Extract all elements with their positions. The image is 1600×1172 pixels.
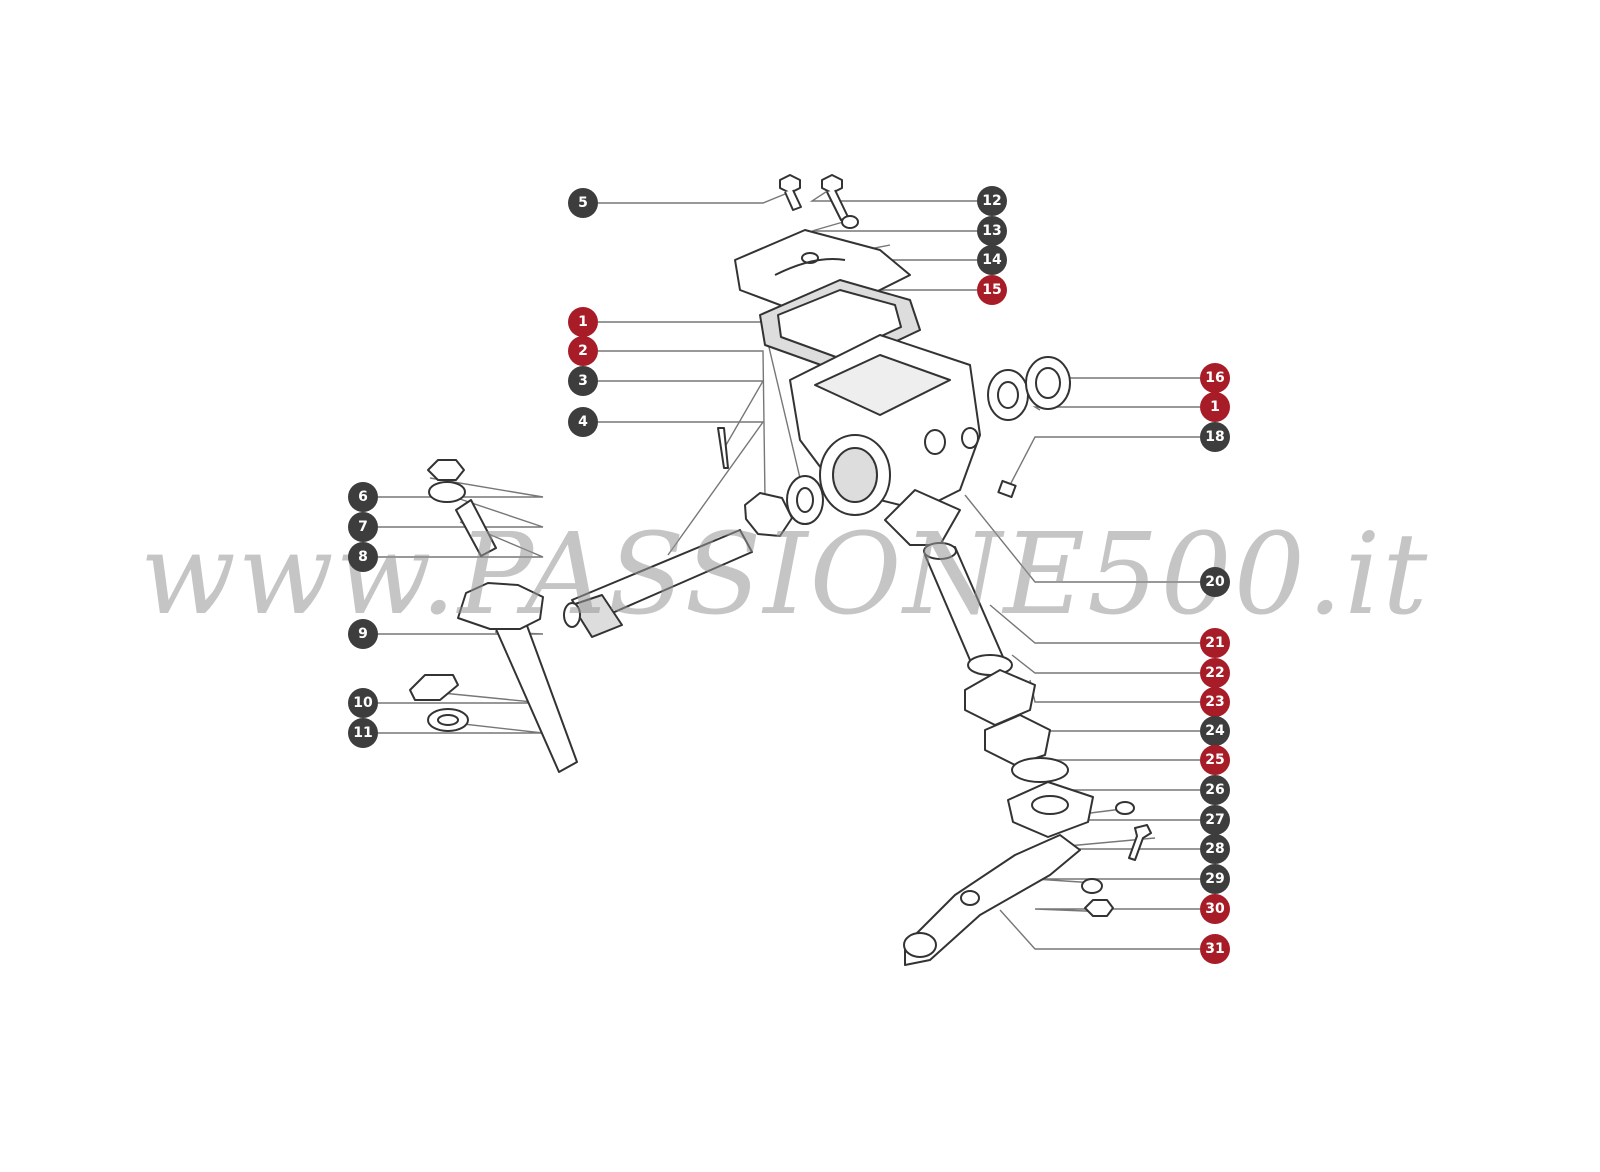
ring-nut-2	[744, 492, 793, 537]
part-marker-8[interactable]: 8	[348, 542, 378, 572]
part-marker-5[interactable]: 5	[568, 188, 598, 218]
steering-box-parts	[409, 174, 1152, 966]
leader-line	[598, 350, 766, 499]
part-marker-12[interactable]: 12	[977, 186, 1007, 216]
part-marker-16[interactable]: 16	[1200, 363, 1230, 393]
leader-line	[598, 380, 765, 453]
part-marker-10[interactable]: 10	[348, 688, 378, 718]
part-marker-20[interactable]: 20	[1200, 567, 1230, 597]
part-marker-6[interactable]: 6	[348, 482, 378, 512]
part-marker-23[interactable]: 23	[1200, 687, 1230, 717]
washer-29	[1081, 878, 1103, 894]
leader-line	[1032, 406, 1200, 411]
key-18	[997, 479, 1017, 499]
leader-line	[1011, 654, 1200, 674]
part-marker-7[interactable]: 7	[348, 512, 378, 542]
part-marker-30[interactable]: 30	[1200, 894, 1230, 924]
washer-7	[428, 481, 466, 503]
leader-line	[1029, 679, 1200, 703]
leader-line	[811, 219, 977, 232]
part-marker-15[interactable]: 15	[977, 275, 1007, 305]
nut-6	[427, 459, 465, 481]
washer-13	[841, 215, 859, 229]
leader-line	[1009, 436, 1200, 486]
leader-line	[598, 191, 791, 204]
nut-30	[1084, 899, 1114, 917]
part-marker-27[interactable]: 27	[1200, 805, 1230, 835]
leader-line	[964, 494, 1200, 583]
part-marker-11[interactable]: 11	[348, 718, 378, 748]
part-marker-18[interactable]: 18	[1200, 422, 1230, 452]
part-marker-3[interactable]: 3	[568, 366, 598, 396]
leader-line	[1034, 908, 1200, 913]
bolt-12	[821, 174, 849, 221]
part-marker-26[interactable]: 26	[1200, 775, 1230, 805]
lock-washer-10	[409, 674, 459, 701]
part-marker-14[interactable]: 14	[977, 245, 1007, 275]
part-marker-31[interactable]: 31	[1200, 934, 1230, 964]
part-marker-1[interactable]: 1	[1200, 392, 1230, 422]
split-pin-3	[717, 427, 729, 469]
plate-23	[964, 669, 1036, 726]
part-marker-13[interactable]: 13	[977, 216, 1007, 246]
part-marker-22[interactable]: 22	[1200, 658, 1230, 688]
leader-line	[989, 604, 1200, 644]
drop-arm-31	[904, 834, 1081, 966]
leader-line	[999, 909, 1200, 950]
part-marker-28[interactable]: 28	[1200, 834, 1230, 864]
part-marker-9[interactable]: 9	[348, 619, 378, 649]
bolt-5	[779, 174, 802, 211]
leader-line	[1034, 729, 1200, 732]
part-marker-29[interactable]: 29	[1200, 864, 1230, 894]
sector-shaft-9	[491, 611, 578, 773]
leader-line	[378, 689, 544, 704]
part-marker-1[interactable]: 1	[568, 307, 598, 337]
part-marker-2[interactable]: 2	[568, 336, 598, 366]
stud-8	[455, 499, 497, 557]
cover-plate-14	[734, 229, 911, 321]
leader-line	[1034, 878, 1200, 884]
plate-24	[984, 714, 1051, 766]
washer-27	[1115, 801, 1135, 815]
leader-line	[378, 494, 544, 528]
bolt-28	[1128, 824, 1152, 861]
part-marker-24[interactable]: 24	[1200, 716, 1230, 746]
part-marker-21[interactable]: 21	[1200, 628, 1230, 658]
bearing-25	[1011, 757, 1069, 783]
part-marker-25[interactable]: 25	[1200, 745, 1230, 775]
part-marker-4[interactable]: 4	[568, 407, 598, 437]
leader-line	[598, 421, 765, 556]
